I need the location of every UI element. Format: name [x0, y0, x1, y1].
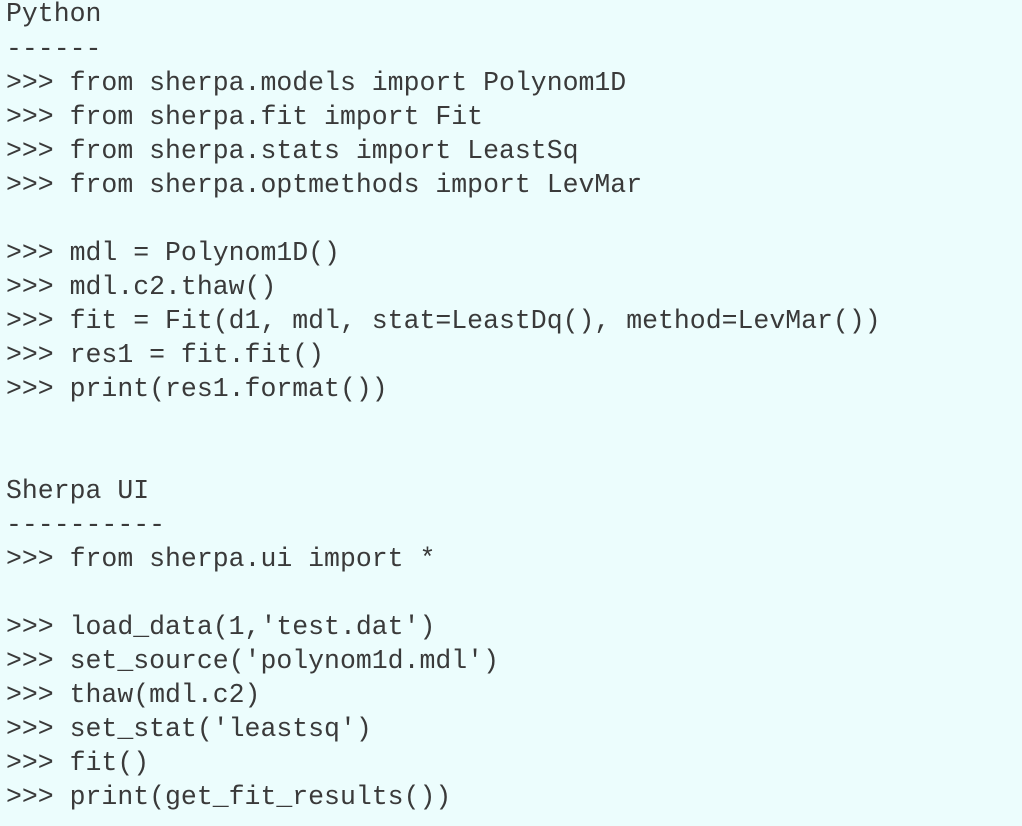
blank-line — [6, 204, 1022, 238]
code-line: >>> mdl = Polynom1D() — [6, 238, 340, 268]
code-line: >>> print(get_fit_results()) — [6, 782, 452, 812]
section-underline-python: ------ — [6, 34, 102, 64]
code-line: >>> thaw(mdl.c2) — [6, 680, 261, 710]
blank-line — [6, 408, 1022, 442]
code-line: >>> mdl.c2.thaw() — [6, 272, 277, 302]
code-line: >>> set_source('polynom1d.mdl') — [6, 646, 499, 676]
code-line: >>> res1 = fit.fit() — [6, 340, 325, 370]
code-line: >>> from sherpa.optmethods import LevMar — [6, 170, 643, 200]
code-line: >>> set_stat('leastsq') — [6, 714, 372, 744]
code-line: >>> from sherpa.ui import * — [6, 544, 436, 574]
blank-line — [6, 578, 1022, 612]
code-line: >>> from sherpa.models import Polynom1D — [6, 68, 627, 98]
section-underline-sherpa-ui: ---------- — [6, 510, 166, 540]
section-title-sherpa-ui: Sherpa UI — [6, 476, 150, 506]
code-line: >>> fit = Fit(d1, mdl, stat=LeastDq(), m… — [6, 306, 881, 336]
code-line: >>> from sherpa.stats import LeastSq — [6, 136, 579, 166]
code-line: >>> print(res1.format()) — [6, 374, 388, 404]
code-line: >>> from sherpa.fit import Fit — [6, 102, 484, 132]
code-line: >>> fit() — [6, 748, 150, 778]
code-line: >>> load_data(1,'test.dat') — [6, 612, 436, 642]
section-title-python: Python — [6, 0, 102, 29]
blank-line — [6, 442, 1022, 476]
